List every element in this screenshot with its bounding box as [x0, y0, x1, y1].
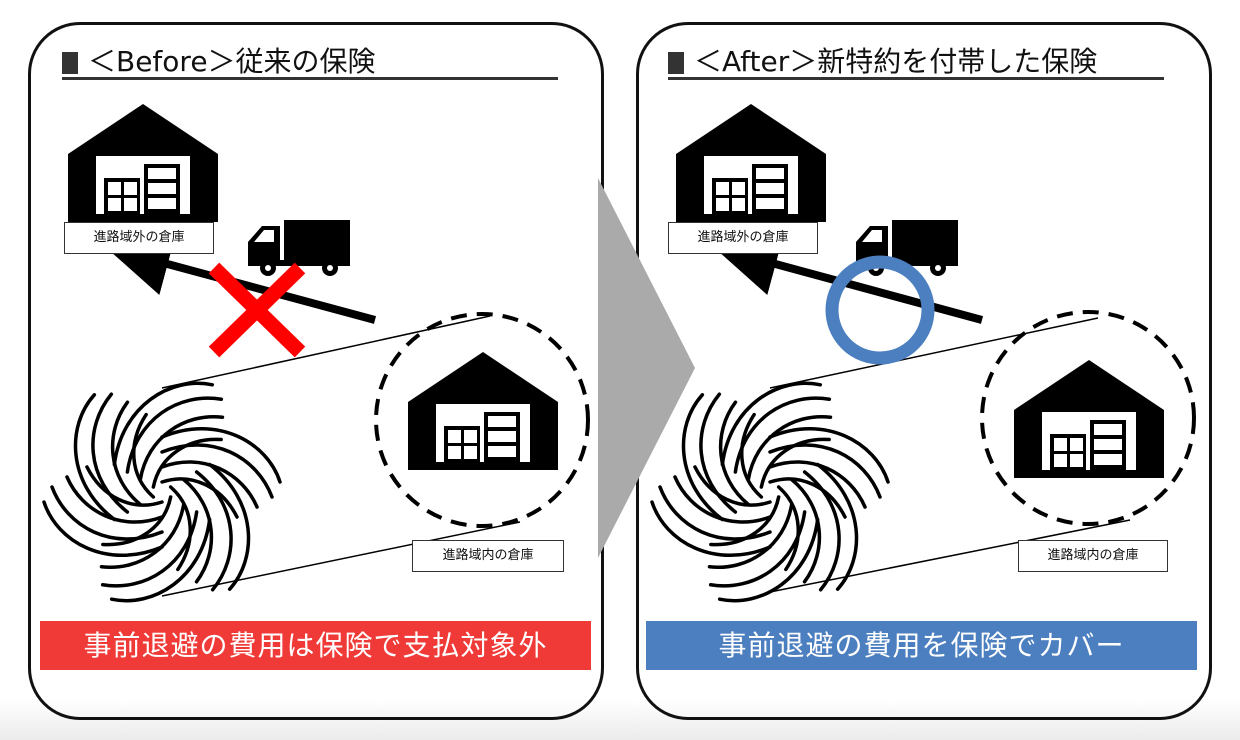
before-title: ＜Before＞従来の保険 — [62, 46, 558, 80]
evacuation-arrow — [713, 233, 984, 324]
after-banner: 事前退避の費用を保険でカバー — [646, 621, 1197, 670]
after-typhoon-path — [769, 310, 1196, 593]
after-inside-warehouse-label: 進路域内の倉庫 — [1018, 540, 1168, 572]
typhoon-icon — [650, 356, 890, 628]
before-banner: 事前退避の費用は保険で支払対象外 — [40, 621, 591, 670]
warehouse-outside-icon — [68, 104, 218, 222]
after-outside-warehouse-label: 進路域外の倉庫 — [668, 222, 818, 254]
blue-circle-icon — [825, 255, 935, 365]
red-x-icon — [208, 262, 306, 358]
title-square-icon — [62, 52, 78, 74]
before-typhoon-path — [161, 312, 590, 597]
before-inside-warehouse-label: 進路域内の倉庫 — [412, 540, 564, 572]
transition-arrow-icon — [598, 178, 695, 558]
after-title: ＜After＞新特約を付帯した保険 — [668, 46, 1164, 80]
after-title-text: ＜After＞新特約を付帯した保険 — [694, 45, 1098, 78]
page-bottom-shadow — [0, 700, 1240, 740]
before-title-text: ＜Before＞従来の保険 — [88, 45, 376, 78]
typhoon-icon — [42, 356, 282, 628]
title-square-icon — [668, 52, 684, 74]
warehouse-inside-icon — [408, 352, 558, 470]
before-outside-warehouse-label: 進路域外の倉庫 — [64, 222, 214, 254]
warehouse-outside-icon — [676, 104, 826, 222]
warehouse-inside-icon — [1014, 360, 1164, 478]
